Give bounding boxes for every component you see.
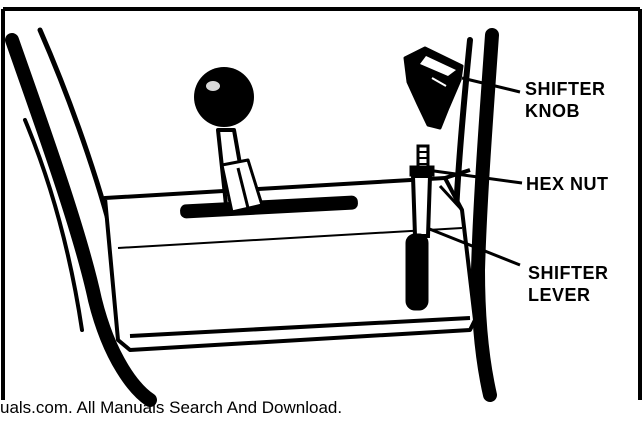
watermark-footer: uals.com. All Manuals Search And Downloa… — [0, 398, 342, 418]
hex-nut-label: HEX NUT — [526, 173, 609, 195]
hex-nut-label-text: HEX NUT — [526, 173, 609, 195]
shifter-knob-label-line2: KNOB — [525, 100, 606, 122]
hex-nut-part — [410, 146, 434, 176]
round-knob — [194, 67, 254, 127]
shifter-knob-label: SHIFTER KNOB — [525, 78, 606, 122]
shifter-lever-label-line1: SHIFTER — [528, 262, 609, 284]
shifter-knob-part — [405, 48, 462, 128]
shifter-lever-label: SHIFTER LEVER — [528, 262, 609, 306]
shifter-knob-label-line1: SHIFTER — [525, 78, 606, 100]
shifter-lever-label-line2: LEVER — [528, 284, 609, 306]
